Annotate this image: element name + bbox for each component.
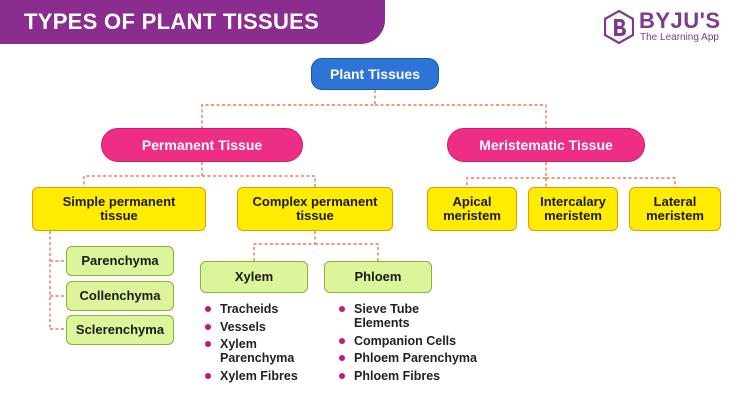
- list-item: Xylem Fibres: [205, 369, 315, 383]
- node-apical-meristem: Apical meristem: [427, 187, 517, 231]
- node-permanent-tissue: Permanent Tissue: [101, 128, 303, 162]
- header-banner: [0, 0, 385, 44]
- list-item: Companion Cells: [339, 334, 489, 348]
- phloem-elements-list: Sieve Tube Elements Companion Cells Phlo…: [339, 302, 489, 386]
- list-item: Phloem Parenchyma: [339, 351, 489, 365]
- node-complex-permanent-tissue: Complex permanent tissue: [237, 187, 393, 231]
- node-intercalary-meristem: Intercalary meristem: [528, 187, 618, 231]
- page-title: TYPES OF PLANT TISSUES: [24, 9, 320, 34]
- node-plant-tissues: Plant Tissues: [311, 58, 439, 90]
- list-item: Phloem Fibres: [339, 369, 489, 383]
- node-meristematic-tissue: Meristematic Tissue: [447, 128, 645, 162]
- node-parenchyma: Parenchyma: [66, 246, 174, 276]
- list-item: Tracheids: [205, 302, 315, 316]
- list-item: Sieve Tube Elements: [339, 302, 449, 330]
- node-simple-permanent-tissue: Simple permanent tissue: [32, 187, 206, 231]
- brand-name: BYJU'S: [639, 8, 721, 33]
- node-phloem: Phloem: [324, 261, 432, 293]
- byjus-logo-icon: [604, 10, 634, 44]
- list-item: Xylem Parenchyma: [205, 337, 315, 365]
- xylem-elements-list: Tracheids Vessels Xylem Parenchyma Xylem…: [205, 302, 315, 386]
- list-item: Vessels: [205, 320, 315, 334]
- node-xylem: Xylem: [200, 261, 308, 293]
- node-collenchyma: Collenchyma: [66, 281, 174, 311]
- brand-tagline: The Learning App: [640, 32, 719, 43]
- node-lateral-meristem: Lateral meristem: [629, 187, 721, 231]
- node-sclerenchyma: Sclerenchyma: [66, 315, 174, 345]
